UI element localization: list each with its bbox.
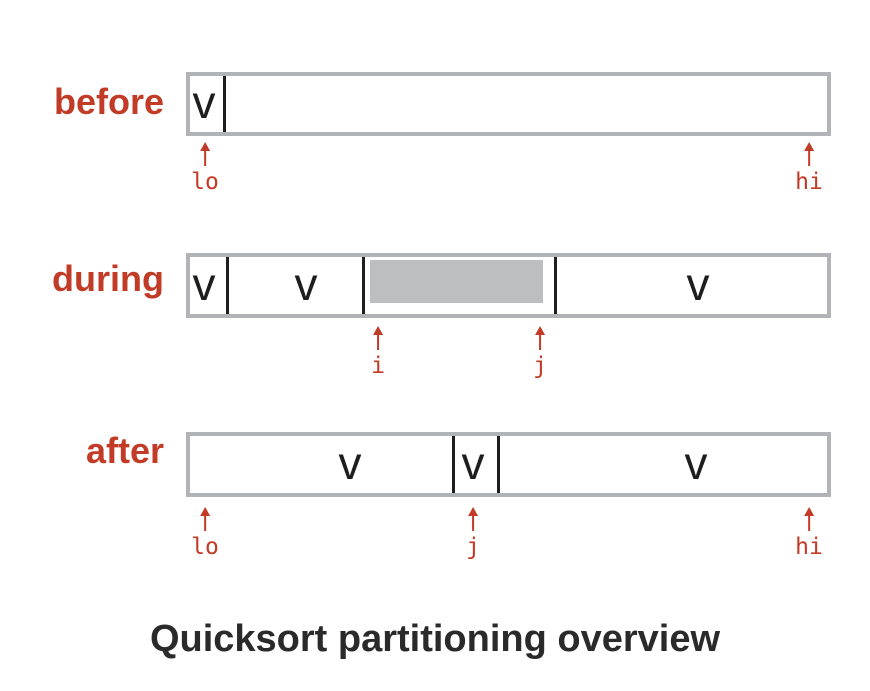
arrow-stem	[807, 150, 810, 166]
pivot-value-label: v	[461, 436, 485, 489]
arrow-stem	[538, 334, 541, 350]
arrow-stem	[376, 334, 379, 350]
up-arrow-icon	[803, 142, 814, 151]
left-partition-label: v	[338, 436, 362, 489]
partition-divider	[223, 76, 226, 132]
right-partition-label: v	[686, 257, 710, 310]
partition-divider	[226, 257, 229, 314]
pointer-hi-before: hi	[795, 142, 823, 194]
pivot-value-label: v	[192, 76, 216, 129]
figure-caption: Quicksort partitioning overview	[149, 618, 721, 660]
pointer-lo-after: lo	[191, 507, 219, 559]
pointer-lo-before: lo	[191, 142, 219, 194]
partition-divider	[497, 436, 500, 493]
partition-divider	[452, 436, 455, 493]
pivot-value-label: v	[192, 257, 216, 310]
arrow-stem	[807, 515, 810, 531]
stage-label-after: after	[85, 430, 164, 471]
right-partition-label: v	[684, 436, 708, 489]
left-partition-label: v	[294, 257, 318, 310]
pointer-label-hi: hi	[795, 169, 823, 195]
arrow-stem	[203, 515, 206, 531]
up-arrow-icon	[372, 326, 383, 335]
up-arrow-icon	[534, 326, 545, 335]
pointer-label-j: j	[466, 534, 480, 560]
pointer-label-j: j	[533, 353, 547, 379]
up-arrow-icon	[199, 507, 210, 516]
pointer-label-lo: lo	[191, 534, 219, 560]
array-bar-after: v v v	[186, 432, 831, 497]
pointer-j-during: j	[533, 326, 547, 378]
partition-divider	[554, 257, 557, 314]
stage-label-during: during	[52, 258, 164, 299]
up-arrow-icon	[467, 507, 478, 516]
arrow-stem	[471, 515, 474, 531]
up-arrow-icon	[803, 507, 814, 516]
array-bar-during: v v v	[186, 253, 831, 318]
stage-label-before: before	[53, 81, 164, 122]
partition-divider	[362, 257, 365, 314]
array-bar-before: v	[186, 72, 831, 136]
arrow-stem	[203, 150, 206, 166]
pointer-label-hi: hi	[795, 534, 823, 560]
pointer-label-lo: lo	[191, 169, 219, 195]
pointer-hi-after: hi	[795, 507, 823, 559]
up-arrow-icon	[199, 142, 210, 151]
pointer-label-i: i	[371, 353, 385, 379]
pointer-j-after: j	[466, 507, 480, 559]
unexamined-region	[370, 260, 543, 303]
pointer-i-during: i	[371, 326, 385, 378]
